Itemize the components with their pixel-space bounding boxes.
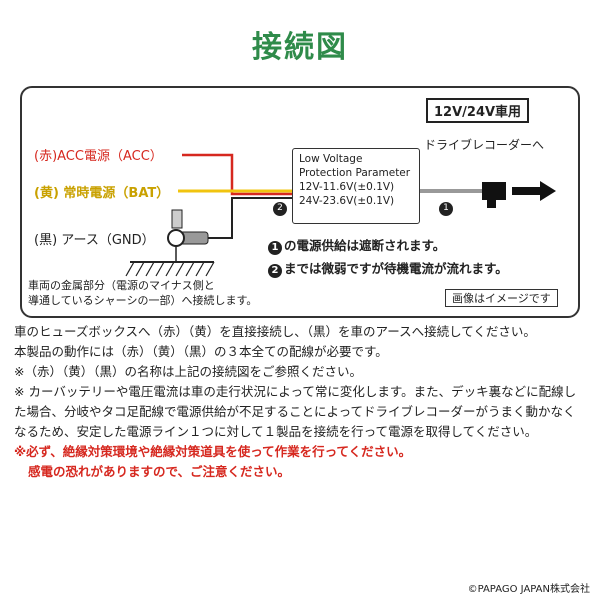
arrow-icon [512,181,556,201]
instruction-2: 本製品の動作には（赤）（黄）（黒）の３本全ての配線が必要です。 [14,344,388,359]
acc-label: (赤)ACC電源（ACC） [34,149,163,164]
marker-1 [439,202,453,216]
marker-1-text: 1 [443,203,449,213]
chassis-note: 車両の金属部分（電源のマイナス側と 導通しているシャーシの一部）へ接続します。 [28,278,257,308]
box-line-4: 24V-23.6V(±0.1V) [299,195,395,207]
instruction-1: 車のヒューズボックスへ（赤）（黄）を直接接続し、（黒）を車のアースへ接続してくだ… [14,324,536,339]
protection-box: Low Voltage Protection Parameter 12V-11.… [292,148,420,224]
connector-plug [482,182,506,200]
destination-label: ドライブレコーダーへ [424,138,545,152]
instructions: 車のヒューズボックスへ（赤）（黄）を直接接続し、（黒）を車のアースへ接続してくだ… [14,322,586,482]
bat-label: (黄) 常時電源（BAT） [34,186,170,201]
marker-2 [273,202,287,216]
diagram-note-2-text: までは微弱ですが待機電流が流れます。 [284,261,508,276]
acc-wire [182,153,292,196]
instruction-3: ※（赤）（黄）（黒）の名称は上記の接続図をご参照ください。 [14,364,362,379]
page-title: 接続図 [252,30,348,65]
num-1-badge: 1 [268,241,282,255]
gnd-label: (黒) アース（GND） [34,233,155,248]
marker-2-text: 2 [277,203,283,213]
chassis-note-line-1: 車両の金属部分（電源のマイナス側と [28,279,215,292]
image-note-badge: 画像はイメージです [445,289,558,307]
chassis-note-line-2: 導通しているシャーシの一部）へ接続します。 [28,294,258,307]
diagram-note-1-text: の電源供給は遮断されます。 [284,238,446,253]
box-line-1: Low Voltage [299,153,363,165]
box-line-2: Protection Parameter [299,167,411,179]
copyright: ©PAPAGO JAPAN株式会社 [467,584,590,595]
box-line-3: 12V-11.6V(±0.1V) [299,181,395,193]
vehicle-voltage-tag: 12V/24V車用 [426,98,530,123]
warning-1: ※必ず、絶縁対策環境や絶縁対策道具を使って作業を行ってください。 [14,444,412,459]
instruction-4: ※ カーバッテリーや電圧電流は車の走行状況によって常に変化します。また、デッキ裏… [14,384,577,439]
gnd-wire [208,197,292,239]
num-2-badge: 2 [268,264,282,278]
warning-2: 感電の恐れがありますので、ご注意ください。 [28,464,291,479]
